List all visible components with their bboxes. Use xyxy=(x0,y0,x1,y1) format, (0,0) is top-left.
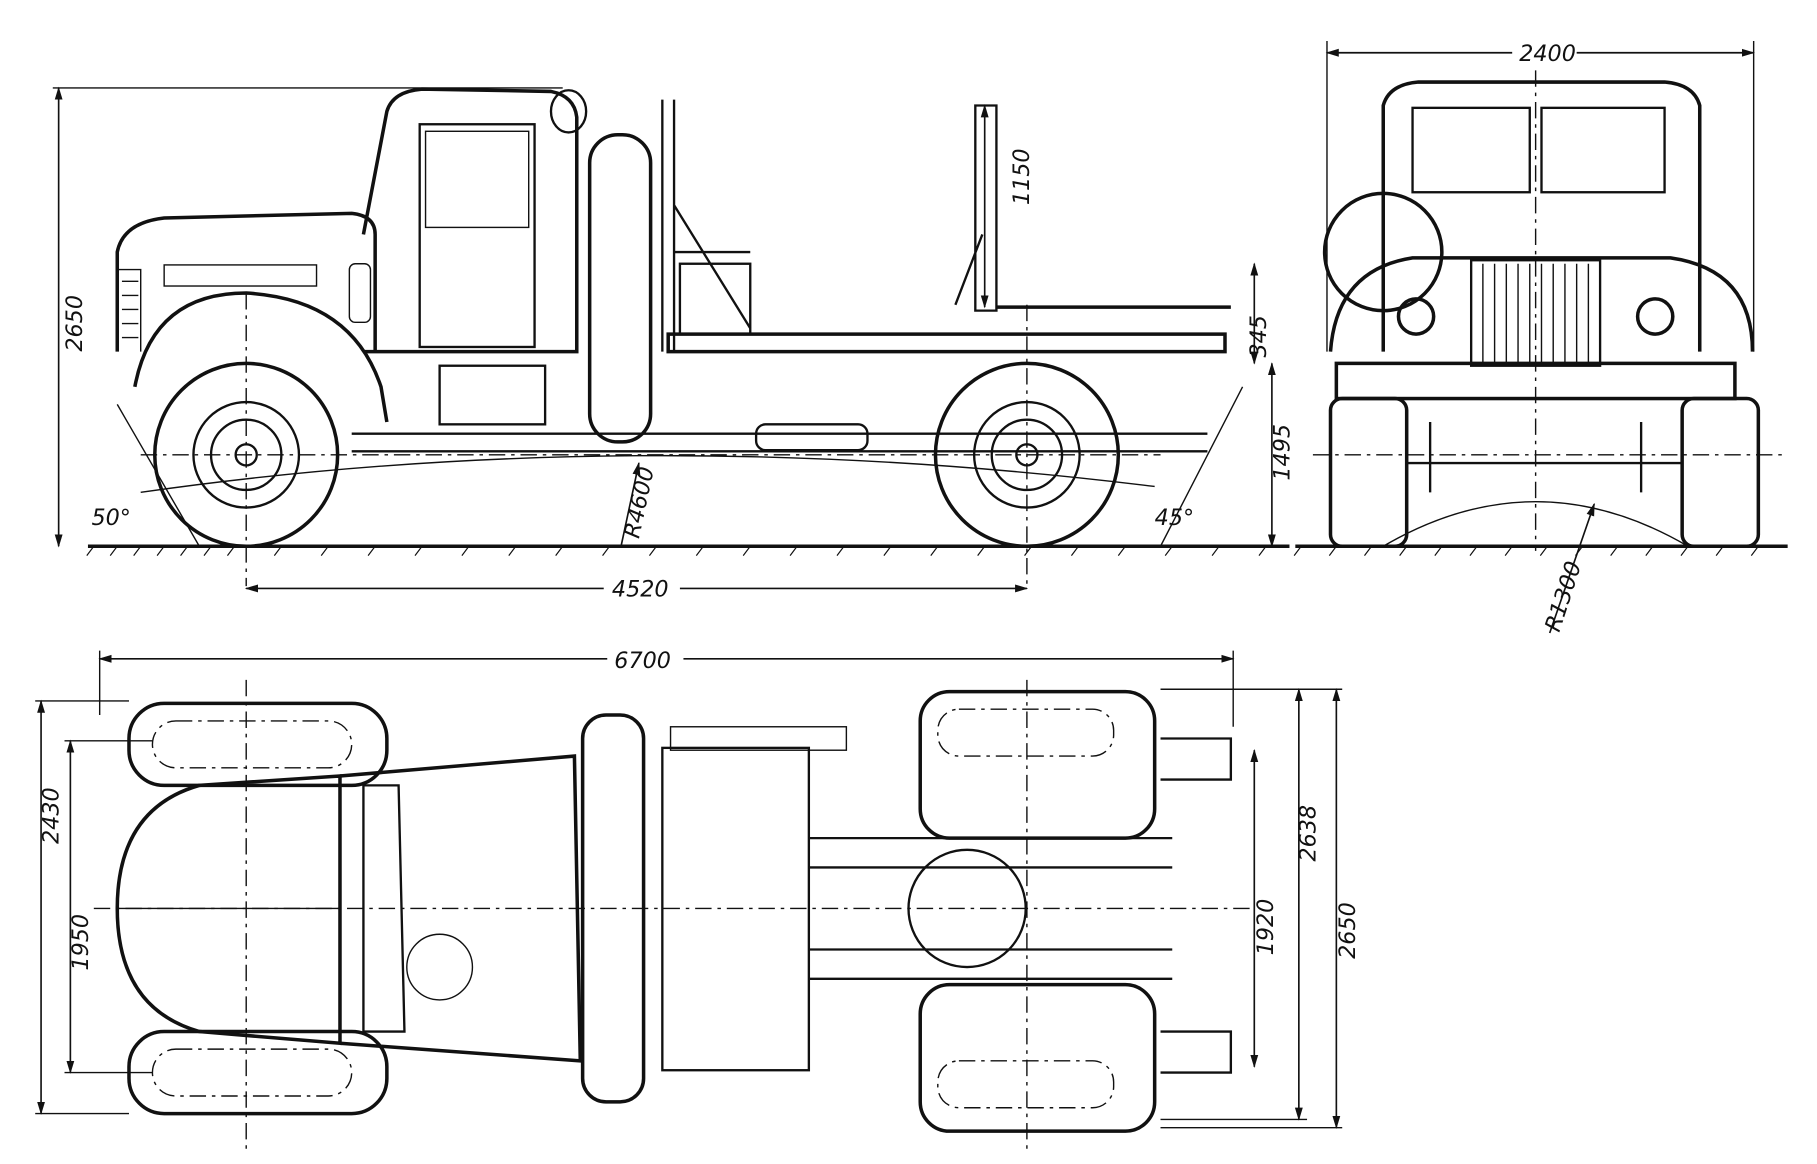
front-stake xyxy=(661,99,752,352)
windshield-right xyxy=(1540,106,1666,194)
grille xyxy=(117,268,142,352)
dim-height-total: 2650 xyxy=(62,295,88,352)
hood xyxy=(115,211,377,352)
front-cab xyxy=(1381,80,1702,352)
top-front-tire-left xyxy=(127,701,389,788)
top-view: 6700 2430 1950 1920 xyxy=(35,644,1361,1155)
ramp-radius: R4600 xyxy=(619,464,659,540)
hood-emblem xyxy=(163,264,318,287)
axle-clearance-arc xyxy=(1382,501,1689,547)
front-axle xyxy=(1406,421,1683,493)
dim-length-total: 6700 xyxy=(614,648,671,674)
cab xyxy=(361,87,579,354)
top-toolbox xyxy=(661,746,811,1072)
spot-lamp xyxy=(549,89,588,134)
approach-angle: 50° xyxy=(91,505,130,531)
fuel-tank xyxy=(754,423,869,452)
windshield-left xyxy=(1411,106,1531,194)
dim-front-width: 2430 xyxy=(39,787,65,844)
platform-frame xyxy=(666,305,1231,354)
top-rear-tire-right xyxy=(918,982,1157,1133)
spare-wheel-front xyxy=(1322,191,1444,313)
dim-platform-height: 1495 xyxy=(1269,424,1295,481)
dim-frame-height: 345 xyxy=(1246,315,1272,357)
top-tow-plates xyxy=(1160,737,1233,1074)
angle-lines xyxy=(116,386,1244,547)
headlight-right xyxy=(1635,297,1675,336)
dim-rear-track: 1920 xyxy=(1253,899,1279,956)
dim-wheelbase: 4520 xyxy=(612,577,669,603)
top-windshield xyxy=(362,784,406,1033)
cab-window xyxy=(424,130,530,229)
cab-door xyxy=(418,123,536,349)
battery-box xyxy=(438,364,547,426)
side-view: 2650 1150 345 1495 50° 45° R4600 4520 xyxy=(52,86,1295,603)
rear-stake xyxy=(954,104,998,312)
ground-hatch xyxy=(86,545,1267,556)
side-vent xyxy=(348,263,372,324)
departure-angle: 45° xyxy=(1155,505,1194,531)
front-tire-right xyxy=(1680,396,1761,549)
dim-stake-height: 1150 xyxy=(1009,148,1035,205)
top-hatch xyxy=(406,933,474,1001)
front-tire-left xyxy=(1328,396,1409,549)
headlight-left xyxy=(1396,297,1436,336)
front-fenders xyxy=(1328,256,1755,352)
spare-wheel xyxy=(587,133,653,444)
dim-width-total: 2400 xyxy=(1519,41,1576,67)
top-hood xyxy=(115,774,342,1046)
axle-radius: R1300 xyxy=(1540,558,1587,635)
dim-rear-width-total: 2650 xyxy=(1335,902,1361,959)
dim-front-track: 1950 xyxy=(68,914,94,971)
dim-rear-width-inner: 2638 xyxy=(1295,805,1321,862)
top-rear-tire-left xyxy=(918,689,1157,840)
toolbox xyxy=(678,262,752,336)
front-view: 2400 R1300 xyxy=(1293,38,1788,635)
ramp-arc xyxy=(140,454,1155,494)
